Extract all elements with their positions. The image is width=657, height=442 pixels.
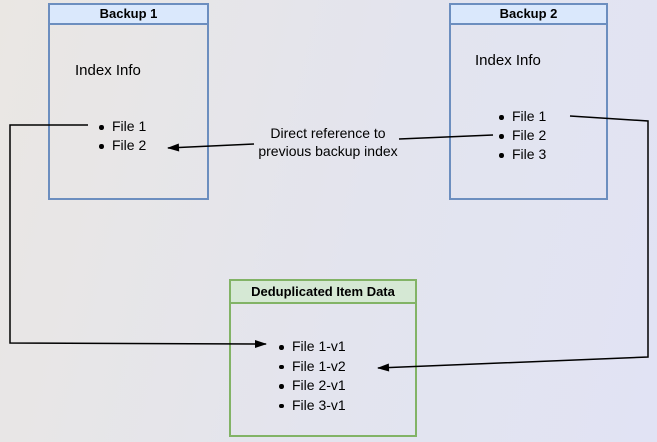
backup1-box: Backup 1 [48, 3, 209, 200]
list-item: File 1-v1 [279, 337, 346, 357]
dedup-store-box: Deduplicated Item Data [229, 279, 417, 437]
list-item: File 2 [99, 136, 146, 155]
list-item: File 3 [499, 145, 546, 164]
annotation-line: Direct reference to [270, 125, 386, 141]
dedup-store-title: Deduplicated Item Data [231, 281, 415, 304]
backup2-title: Backup 2 [451, 5, 606, 25]
list-item: File 2-v1 [279, 376, 346, 396]
direct-reference-annotation: Direct reference to previous backup inde… [248, 124, 408, 160]
list-item: File 1 [99, 117, 146, 136]
backup2-file-list: File 1 File 2 File 3 [499, 107, 546, 164]
backup2-index-info-label: Index Info [475, 52, 541, 69]
annotation-line: previous backup index [258, 143, 398, 159]
list-item: File 3-v1 [279, 396, 346, 416]
list-item: File 1-v2 [279, 357, 346, 377]
list-item: File 2 [499, 126, 546, 145]
dedup-file-list: File 1-v1 File 1-v2 File 2-v1 File 3-v1 [279, 337, 346, 415]
backup2-box: Backup 2 [449, 3, 608, 200]
backup1-file-list: File 1 File 2 [99, 117, 146, 155]
backup1-title: Backup 1 [50, 5, 207, 25]
list-item: File 1 [499, 107, 546, 126]
backup1-index-info-label: Index Info [75, 62, 141, 79]
